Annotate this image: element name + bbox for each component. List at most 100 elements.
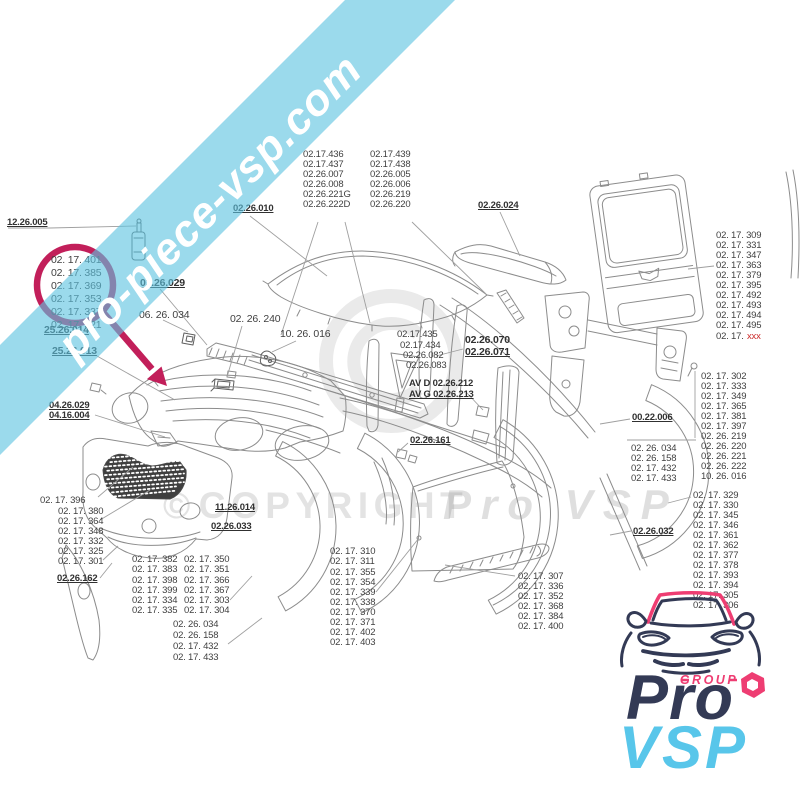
rear-quarter-parts — [439, 169, 800, 571]
part-number-label: xxx — [747, 331, 761, 342]
part-number-label: 02. 17. 364 — [58, 516, 104, 527]
part-number-label: 02.26.029 — [140, 277, 185, 289]
part-number-label: 02. 17. 380 — [58, 506, 104, 517]
part-number-label: 02. 17. 362 — [693, 540, 739, 551]
part-number-label: 02. 26. 158 — [631, 453, 677, 464]
part-number-label: 02.26.220 — [370, 199, 411, 210]
part-number-label: 02. 26. 219 — [701, 431, 747, 442]
part-number-label: 02. 17. 385 — [51, 267, 102, 279]
part-number-label: 02. 17. 433 — [173, 652, 219, 663]
part-number-label: 02. 17. 352 — [518, 591, 564, 602]
part-number-label: 02.26.032 — [633, 526, 674, 537]
part-number-label: 02. 17. 383 — [132, 564, 178, 575]
part-number-label: 02. 17. 346 — [693, 520, 739, 531]
part-number-label: 02. 17. 345 — [693, 510, 739, 521]
part-number-label: 02.26.070 — [465, 334, 510, 346]
part-number-label: 02. 26. 220 — [701, 441, 747, 452]
part-number-label: 02. 17. 366 — [184, 575, 230, 586]
part-number-label: 02. 17. 399 — [132, 585, 178, 596]
tailgate-part — [589, 172, 704, 334]
part-number-label: 25.26.013 — [52, 345, 97, 357]
part-number-label: 02. 17. 368 — [518, 601, 564, 612]
part-number-label: 02. 17. 303 — [184, 595, 230, 606]
part-number-label: 02. 17. 393 — [693, 570, 739, 581]
part-number-label: 02. 17. 301 — [58, 556, 104, 567]
part-number-label: 02. 17. 379 — [716, 270, 762, 281]
front-bumper-part — [61, 437, 233, 661]
part-number-label: 02. 17. 336 — [518, 581, 564, 592]
part-number-label: 02. 17. 403 — [330, 637, 376, 648]
part-number-label: 02. 17. 363 — [716, 260, 762, 271]
part-number-label: 02. 17. 353 — [51, 293, 102, 305]
part-number-label: 02. 17. 354 — [330, 577, 376, 588]
part-number-label: 02. 26. 034 — [631, 443, 677, 454]
part-number-label: 02. 26. 158 — [173, 630, 219, 641]
part-number-label: 04.16.004 — [49, 410, 90, 421]
part-number-label: 02. 17. — [716, 331, 744, 342]
part-number-label: 02. 17. 355 — [330, 567, 376, 578]
part-number-label: 02. 17. 306 — [693, 600, 739, 611]
part-number-label: 02. 17. 370 — [330, 607, 376, 618]
part-number-label: 02. 17. 381 — [701, 411, 747, 422]
part-number-label: 02. 17. 369 — [51, 280, 102, 292]
part-number-label: 02. 17. 400 — [518, 621, 564, 632]
svg-text:Pro VSP: Pro VSP — [443, 481, 679, 528]
part-number-label: 02. 17. 492 — [716, 290, 762, 301]
part-number-label: 10. 26. 016 — [701, 471, 747, 482]
part-number-label: 02. 17. 394 — [693, 580, 739, 591]
part-number-label: 02.26.010 — [233, 203, 274, 214]
part-number-label: 02. 17. 333 — [701, 381, 747, 392]
part-number-label: 02.26.162 — [57, 573, 98, 584]
part-number-label: 02.26.024 — [478, 200, 519, 211]
door-panel-part — [410, 460, 525, 572]
part-number-label: AV G 02.26.213 — [409, 389, 474, 400]
part-number-label: 02. 17. 398 — [132, 575, 178, 586]
part-number-label: 02. 17. 361 — [693, 530, 739, 541]
part-number-label: 02. 26. 240 — [230, 313, 281, 325]
part-number-label: 06. 26. 034 — [139, 309, 190, 321]
part-number-label: 02.17.435 — [397, 329, 438, 340]
part-number-label: 02. 17. 432 — [631, 463, 677, 474]
part-number-label: 02. 17. 432 — [173, 641, 219, 652]
wheel-arch-flares — [275, 384, 710, 615]
part-number-label: 02. 17. 331 — [716, 240, 762, 251]
part-number-label: 02. 17. 330 — [693, 500, 739, 511]
part-number-label: 02. 17. 307 — [518, 571, 564, 582]
part-number-label: 02. 17. 351 — [184, 564, 230, 575]
part-number-label: 02. 17. 378 — [693, 560, 739, 571]
part-number-label: 02.26.083 — [406, 360, 447, 371]
part-number-label: 02. 17. 332 — [58, 536, 104, 547]
part-number-label: 02. 17. 337 — [51, 306, 102, 318]
part-number-label: 02. 26. 222 — [701, 461, 747, 472]
part-number-label: 02. 17. 377 — [693, 550, 739, 561]
part-number-label: 02. 17. 433 — [631, 473, 677, 484]
part-number-label: 02. 17. 382 — [132, 554, 178, 565]
part-number-label: 25.26.014 — [44, 324, 89, 336]
part-number-label: 02. 17. 402 — [330, 627, 376, 638]
part-number-label: 00.22.006 — [632, 412, 673, 423]
part-number-label: 02. 26. 034 — [173, 619, 219, 630]
part-number-label: 02. 17. 494 — [716, 310, 762, 321]
copyright-text-watermark: ©COPYRIGHT Pro VSP — [163, 481, 679, 528]
part-number-label: 02.26.033 — [211, 521, 252, 532]
part-number-label: AV D 02.26.212 — [409, 378, 474, 389]
part-number-label: 02. 17. 365 — [701, 401, 747, 412]
part-number-label: 02. 17. 329 — [693, 490, 739, 501]
part-number-label: 02. 17. 304 — [184, 605, 230, 616]
grille-mesh-dots — [104, 451, 185, 498]
part-number-label: 02. 17. 371 — [330, 617, 376, 628]
part-number-label: 02. 17. 325 — [58, 546, 104, 557]
part-number-label: 02. 17. 367 — [184, 585, 230, 596]
part-number-label: 02. 17. 396 — [40, 495, 86, 506]
part-number-label: 02. 17. 311 — [330, 556, 375, 567]
part-number-label: 10. 26. 016 — [280, 328, 331, 340]
part-number-label: 02. 17. 384 — [518, 611, 564, 622]
glass-run-strip — [496, 289, 525, 324]
part-number-label: 02. 17. 310 — [330, 546, 376, 557]
part-number-label: 02. 17. 493 — [716, 300, 762, 311]
part-number-label: 02.26.071 — [465, 346, 510, 358]
part-number-label: 02. 17. 349 — [701, 391, 747, 402]
part-number-label: 02. 17. 338 — [330, 597, 376, 608]
